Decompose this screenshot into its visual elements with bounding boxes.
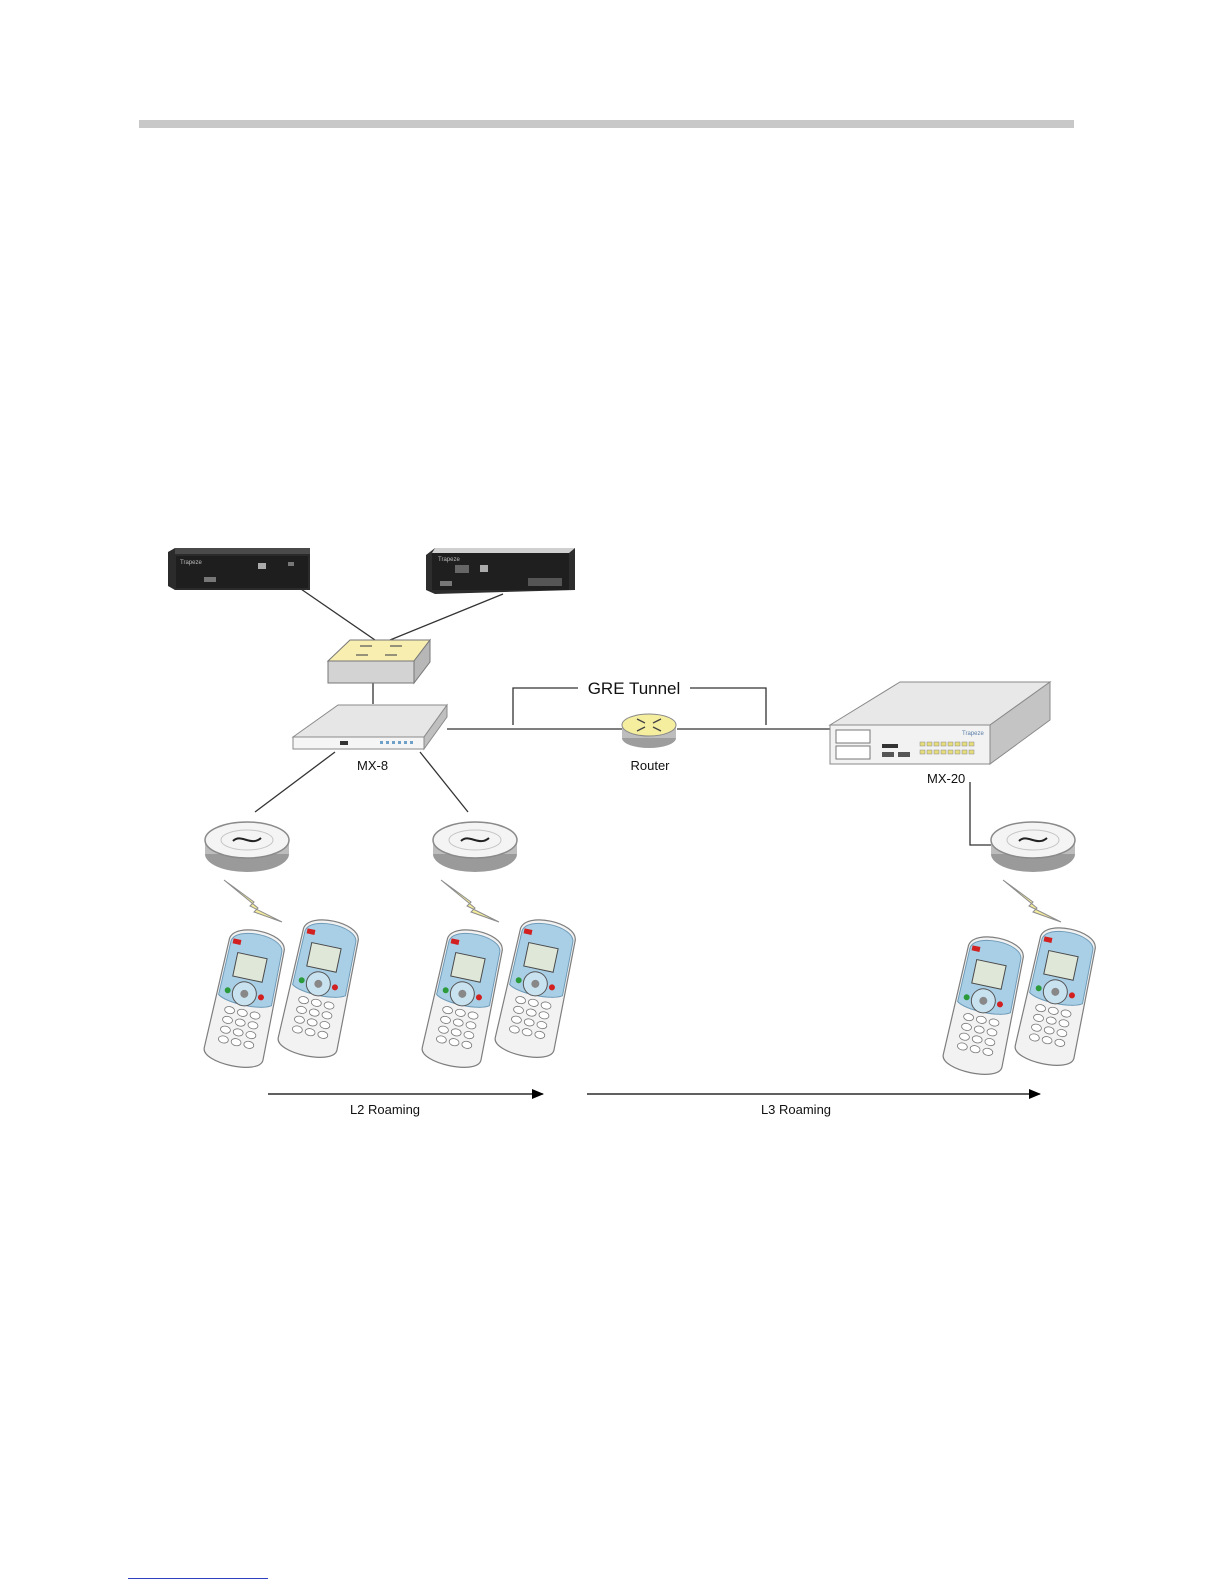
link-server2-switch [390, 594, 503, 640]
server-1-brand: Trapeze [180, 560, 202, 566]
footer-link-underline [128, 1578, 268, 1579]
access-point-2 [433, 822, 517, 872]
mx20-brand: Trapeze [962, 731, 984, 737]
gre-tunnel-label: GRE Tunnel [588, 679, 681, 698]
access-point-3 [991, 822, 1075, 872]
call-server-2: Trapeze [426, 548, 575, 594]
handset-6 [1013, 923, 1100, 1070]
mx8-controller [293, 705, 447, 749]
handset-2 [276, 915, 363, 1062]
handset-5 [941, 932, 1028, 1079]
link-mx8-ap2 [420, 752, 468, 812]
handset-1 [202, 925, 289, 1072]
handset-4 [493, 915, 580, 1062]
mx20-controller: Trapeze [830, 682, 1050, 764]
call-server-1: Trapeze [168, 548, 310, 590]
gre-tunnel-line-right [690, 688, 766, 725]
router-device [622, 714, 676, 748]
router-label: Router [630, 758, 670, 773]
wireless-bolt-3 [1003, 880, 1061, 922]
link-server1-switch [298, 587, 375, 640]
access-point-1 [205, 822, 289, 872]
ethernet-switch [328, 640, 430, 683]
link-mx20-ap3 [970, 782, 993, 845]
server-2-brand: Trapeze [438, 557, 460, 563]
wireless-bolt-2 [441, 880, 499, 922]
handset-3 [420, 925, 507, 1072]
l3-roaming-label: L3 Roaming [761, 1102, 831, 1117]
mx8-label: MX-8 [357, 758, 388, 773]
l2-roaming-label: L2 Roaming [350, 1102, 420, 1117]
wireless-bolt-1 [224, 880, 282, 922]
gre-tunnel-line [513, 688, 578, 725]
mx20-label: MX-20 [927, 771, 965, 786]
link-mx8-ap1 [255, 752, 335, 812]
